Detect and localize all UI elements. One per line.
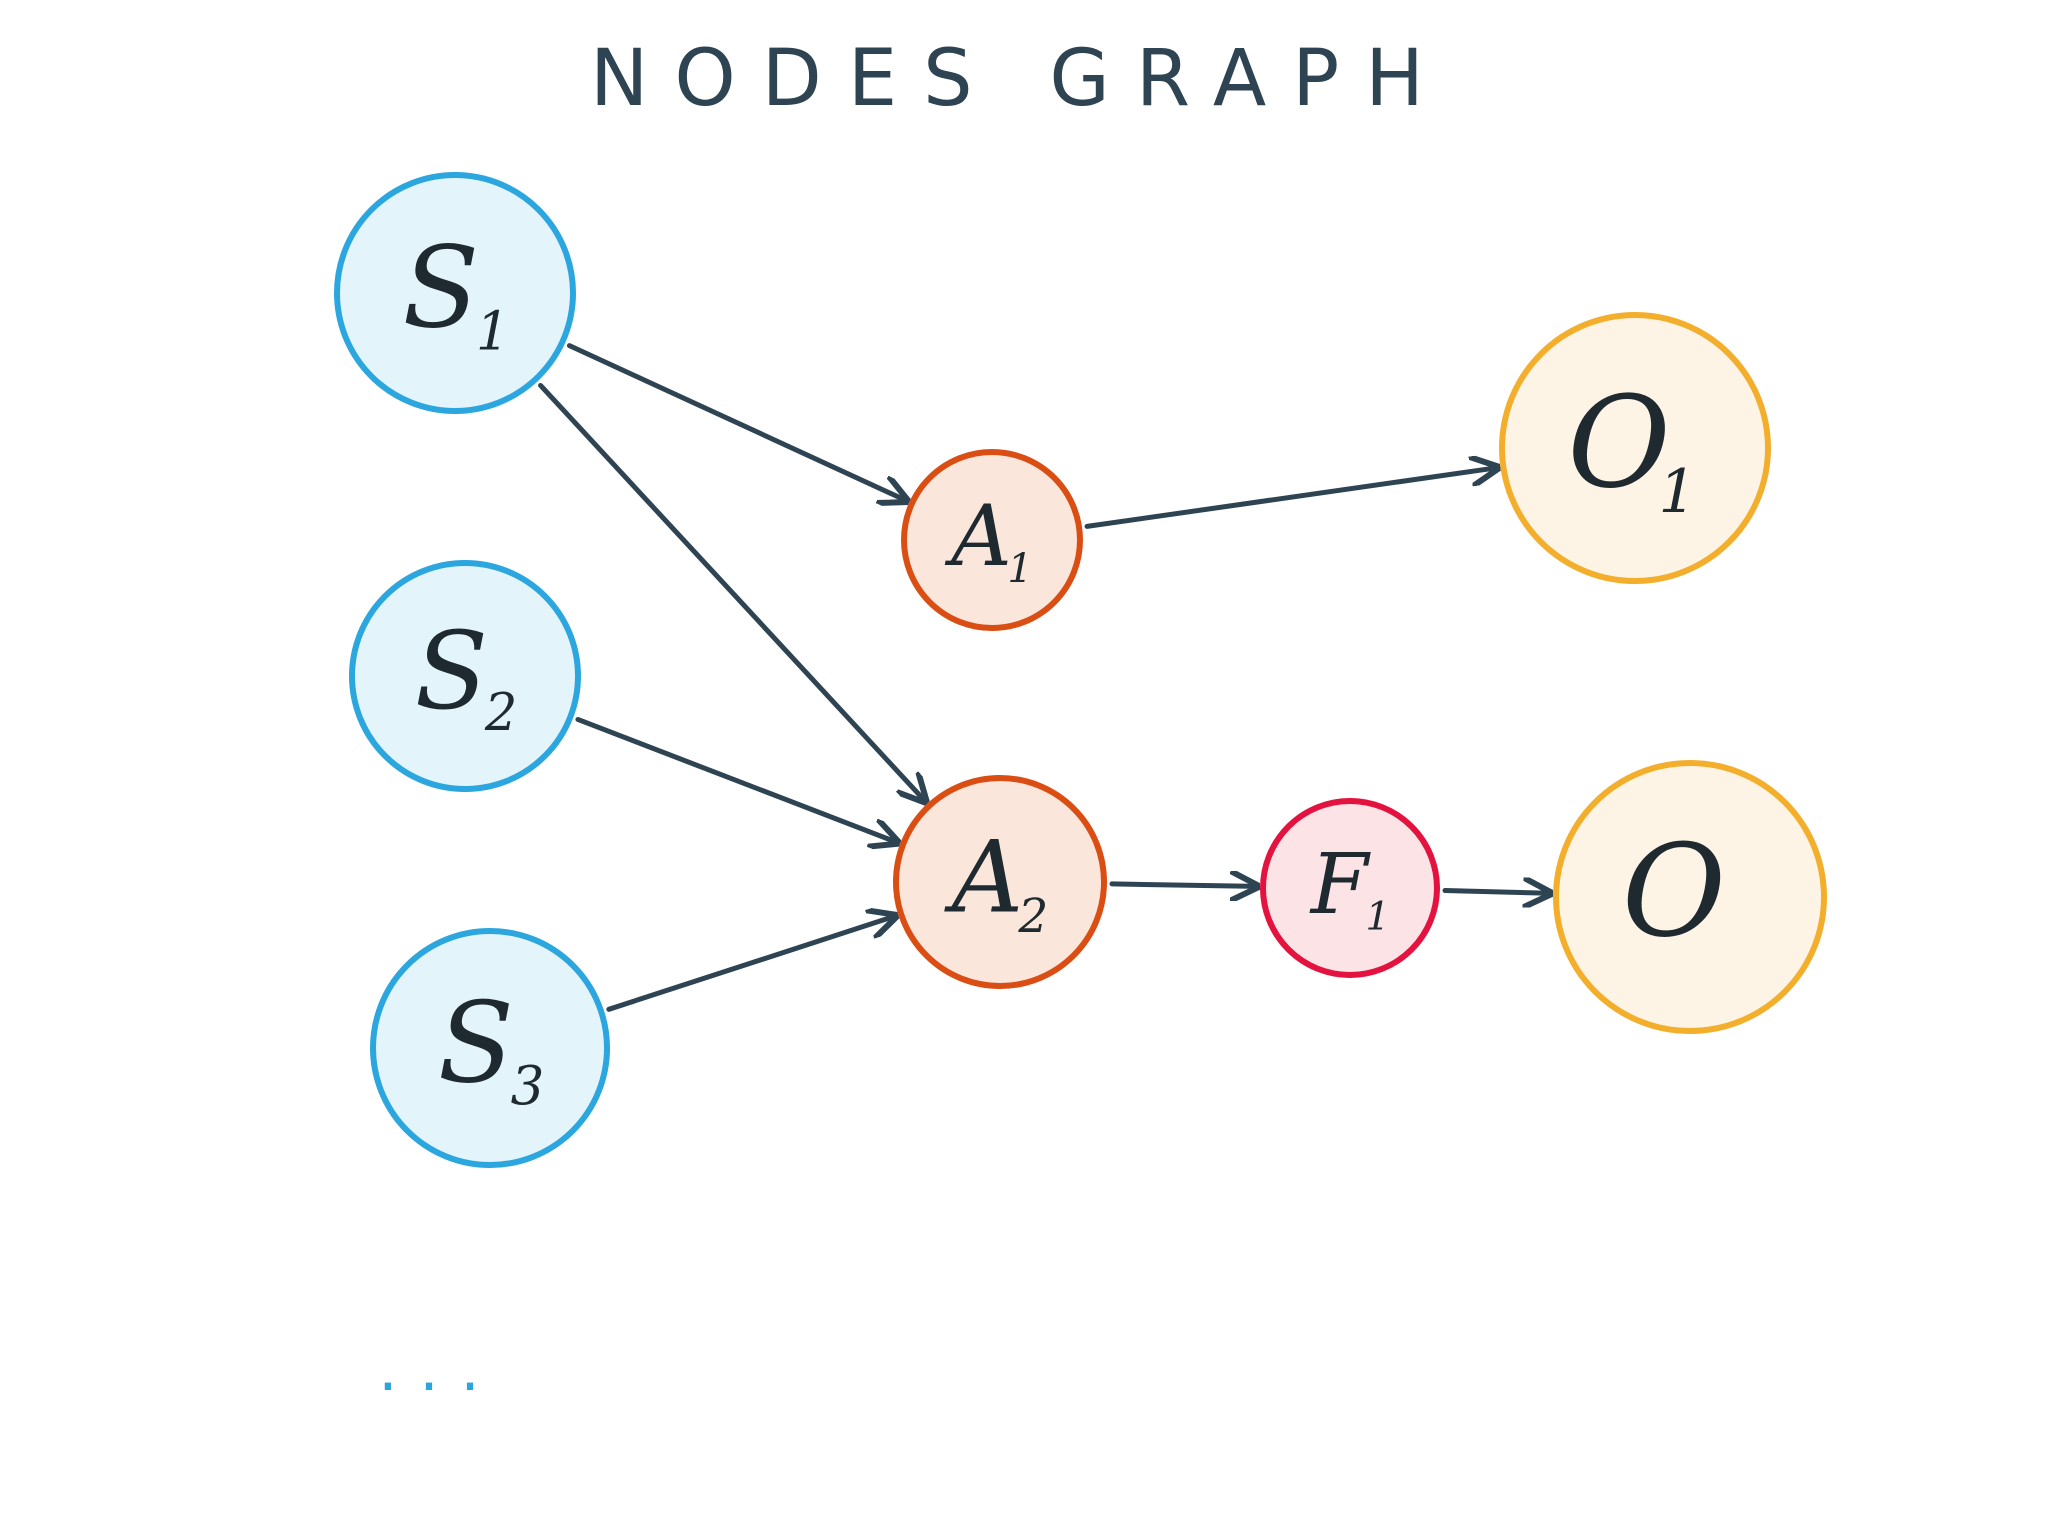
node-f1-circle [1260,798,1440,978]
node-s1[interactable]: S1 [334,172,576,414]
node-s3-circle [370,928,610,1168]
node-s1-circle [334,172,576,414]
node-o2[interactable]: O [1553,760,1827,1034]
node-o2-letter: O [1622,817,1726,965]
edge-a1-to-o1 [1084,468,1497,529]
more-indicator: ... [378,1335,501,1405]
node-s1-subscript: 1 [476,302,510,363]
edge-a2-to-f1 [1109,884,1257,886]
node-f1-letter: F [1309,836,1372,933]
node-o1-letter: O [1567,369,1670,516]
edge-f1-to-o2 [1442,891,1550,894]
node-a2-subscript: 2 [1017,889,1048,944]
node-s2-letter: S [415,610,488,734]
node-a2-letter: A [944,821,1024,936]
edges-layer [538,343,1550,1012]
node-s2[interactable]: S2 [349,560,581,792]
edge-s1-to-a1 [566,343,906,501]
node-s3-subscript: 3 [511,1056,545,1117]
svg-text:...: ... [378,1335,501,1405]
node-o1-circle [1499,312,1771,584]
edge-s2-to-a2 [575,716,897,842]
node-s2-circle [349,560,581,792]
node-a2[interactable]: A2 [893,775,1107,989]
node-s1-letter: S [402,224,479,354]
node-s3[interactable]: S3 [370,928,610,1168]
node-o1-subscript: 1 [1658,457,1696,527]
node-o1[interactable]: O1 [1499,312,1771,584]
node-o2-circle [1553,760,1827,1034]
node-s3-letter: S [438,979,514,1108]
node-f1[interactable]: F1 [1260,798,1440,978]
node-a1-letter: A [944,487,1012,585]
node-a1-circle [901,449,1083,631]
node-a1-subscript: 1 [1007,546,1032,592]
edge-s1-to-a2 [538,382,926,801]
node-f1-subscript: 1 [1365,895,1390,940]
node-s2-subscript: 2 [484,684,517,743]
diagram-title: NODES GRAPH [590,34,1450,124]
node-a1[interactable]: A1 [901,449,1083,631]
node-a2-circle [893,775,1107,989]
edge-s3-to-a2 [606,916,896,1012]
